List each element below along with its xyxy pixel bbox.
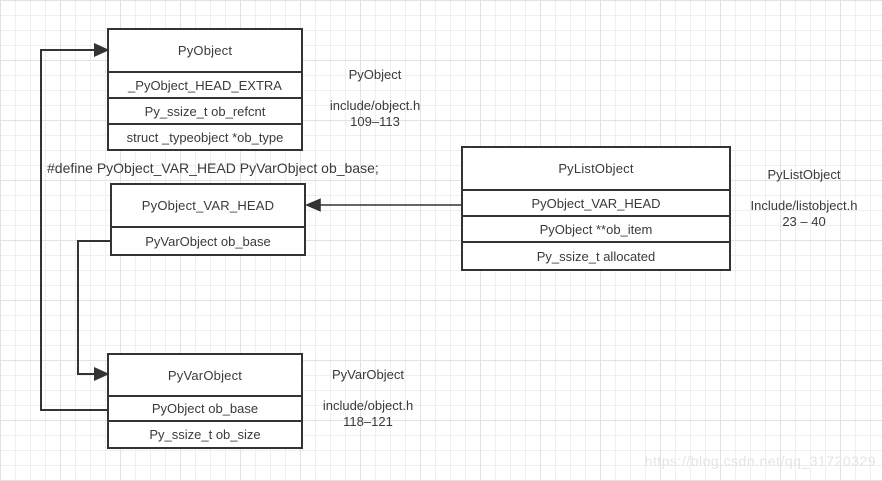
note-line-range: 118–121 (343, 414, 393, 429)
struct-field: struct _typeobject *ob_type (126, 129, 284, 145)
note-pyvarobject: PyVarObject include/object.h 118–121 (306, 367, 430, 430)
note-struct-name: PyVarObject (331, 367, 404, 382)
struct-title-var-head: PyObject_VAR_HEAD (112, 185, 304, 228)
struct-field: PyVarObject ob_base (145, 233, 271, 249)
struct-field: Py_ssize_t allocated (536, 248, 656, 264)
struct-box-pyobject: PyObject _PyObject_HEAD_EXTRA Py_ssize_t… (107, 28, 303, 151)
struct-box-pyvarobject: PyVarObject PyObject ob_base Py_ssize_t … (107, 353, 303, 449)
note-struct-name: PyListObject (767, 167, 841, 182)
struct-field: _PyObject_HEAD_EXTRA (109, 73, 301, 99)
struct-field: Py_ssize_t ob_size (149, 427, 261, 442)
struct-field: Py_ssize_t ob_refcnt (109, 99, 301, 125)
note-line-range: 23 – 40 (782, 214, 826, 229)
struct-title-pyvarobject: PyVarObject (109, 355, 301, 397)
struct-field: PyObject **ob_item (463, 217, 729, 243)
struct-field: PyObject_VAR_HEAD (463, 191, 729, 217)
define-macro-text: #define PyObject_VAR_HEAD PyVarObject ob… (47, 160, 379, 176)
note-source-file: include/object.h (322, 398, 414, 413)
note-source-file: include/object.h (329, 98, 421, 113)
note-source-file: Include/listobject.h (750, 198, 858, 213)
arrow-pyvarobject-to-pyobject (40, 42, 110, 411)
note-pylistobject: PyListObject Include/listobject.h 23 – 4… (738, 167, 870, 230)
struct-box-var-head: PyObject_VAR_HEAD PyVarObject ob_base (110, 183, 306, 256)
arrow-pylistobject-to-varhead (304, 198, 461, 212)
note-line-range: 109–113 (350, 114, 400, 129)
note-struct-name: PyObject (348, 67, 402, 82)
struct-box-pylistobject: PyListObject PyObject_VAR_HEAD PyObject … (461, 146, 731, 271)
struct-field: PyObject ob_base (109, 397, 301, 422)
watermark-url: https://blog.csdn.net/qq_31720329 (644, 453, 876, 469)
arrow-varhead-to-pyvarobject (77, 240, 110, 382)
struct-title-pyobject: PyObject (109, 30, 301, 73)
struct-title-pylistobject: PyListObject (463, 148, 729, 191)
note-pyobject: PyObject include/object.h 109–113 (313, 67, 437, 130)
